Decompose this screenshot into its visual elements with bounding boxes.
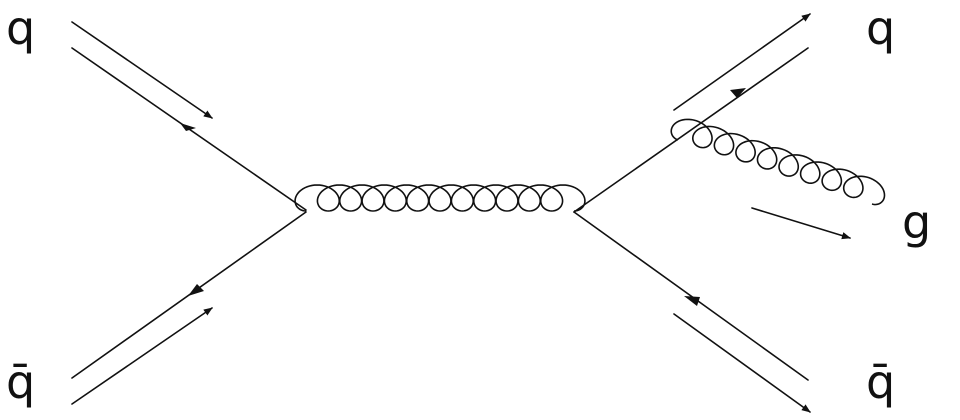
outgoing-antiquark-momentum-arrow: [673, 313, 811, 413]
outgoing-quark-label: q: [866, 1, 895, 55]
outgoing-quark-line-arrow: [730, 88, 746, 98]
incoming-quark-line-arrow: [180, 123, 196, 131]
outgoing-antiquark-line-arrow: [684, 296, 700, 306]
outgoing-antiquark-line: [573, 211, 809, 381]
emitted-gluon-label: g: [902, 195, 931, 249]
incoming-antiquark-line-arrow: [188, 284, 204, 296]
outgoing-quark-line: [573, 47, 809, 213]
incoming-antiquark-momentum-arrow: [71, 307, 213, 405]
incoming-quark-label: q: [6, 1, 35, 55]
incoming-quark-momentum-arrow: [71, 21, 213, 119]
outgoing-antiquark-label: q̄: [866, 355, 895, 409]
incoming-antiquark-label: q̄: [6, 355, 35, 409]
outgoing-quark-momentum-arrow: [673, 13, 811, 111]
emitted-gluon-momentum-arrow: [751, 207, 851, 240]
gluon-propagator: [294, 184, 586, 212]
emitted-gluon-line: [670, 118, 886, 206]
